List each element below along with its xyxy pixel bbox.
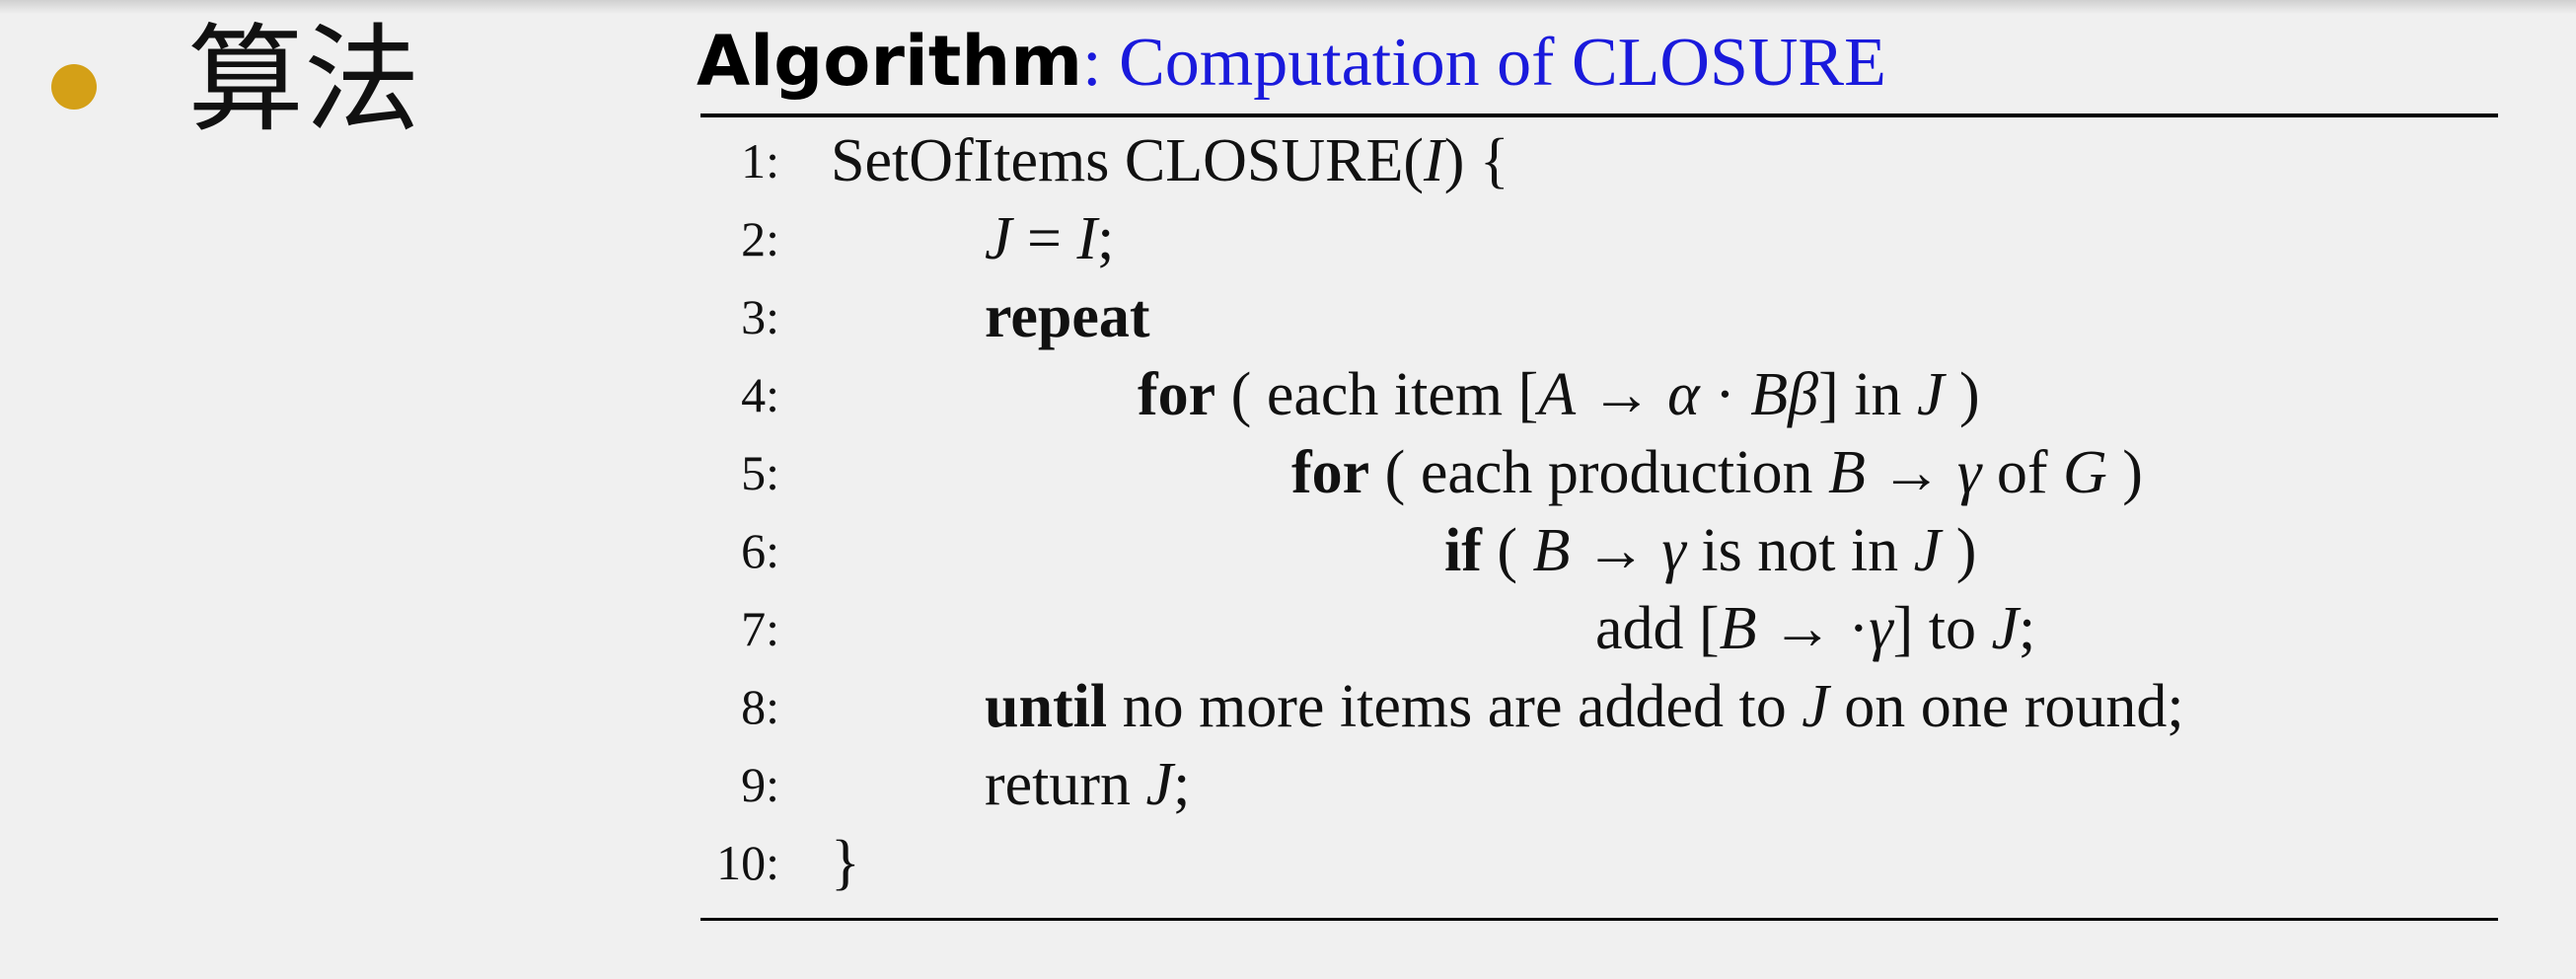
code-segment: ; (2019, 595, 2036, 662)
code-text: } (831, 829, 860, 896)
code-segment: ) { (1443, 127, 1509, 194)
math-symbol: I (1424, 127, 1444, 194)
code-line: 1: SetOfItems CLOSURE(I) { (0, 122, 2576, 200)
line-number: 2: (741, 211, 779, 266)
math-symbol: Bβ (1750, 361, 1819, 428)
keyword-for: for (1138, 361, 1216, 428)
math-symbol: α (1667, 361, 1700, 428)
math-symbol: J (985, 205, 1012, 272)
math-symbol: γ (1869, 595, 1893, 662)
line-number: 1: (741, 133, 779, 188)
code-line: 10: } (0, 824, 2576, 902)
math-symbol: γ (1661, 517, 1686, 584)
code-segment: ) (1944, 361, 1980, 428)
code-text: return J; (985, 746, 1190, 824)
code-line: 4: for ( each item [A → α · Bβ] in J ) (0, 356, 2576, 434)
line-number: 9: (741, 757, 779, 812)
code-text: until no more items are added to J on on… (985, 668, 2184, 746)
code-line: 2: J = I; (0, 200, 2576, 278)
code-segment: of (1981, 439, 2063, 506)
code-segment: ) (2106, 439, 2143, 506)
bottom-rule (700, 918, 2498, 921)
code-line: 7: add [B → ·γ] to J; (0, 590, 2576, 668)
line-number: 10: (716, 835, 779, 890)
code-segment: ] in (1818, 361, 1917, 428)
code-segment: → (1576, 361, 1668, 428)
code-text: for ( each production B → γ of G ) (1291, 434, 2143, 512)
code-segment: ( each item [ (1215, 361, 1539, 428)
algorithm-name: Computation of CLOSURE (1119, 25, 1886, 101)
math-symbol: J (1991, 595, 2020, 662)
code-text: for ( each item [A → α · Bβ] in J ) (1138, 356, 1980, 434)
code-segment: · (1699, 361, 1751, 428)
math-symbol: B (1532, 517, 1571, 584)
keyword-if: if (1444, 517, 1482, 584)
math-symbol: γ (1956, 439, 1982, 506)
math-symbol: B (1719, 595, 1757, 662)
math-symbol: B (1828, 439, 1866, 506)
line-number: 6: (741, 523, 779, 578)
algorithm-title: Algorithm: Computation of CLOSURE (697, 12, 1886, 113)
math-symbol: J (1145, 751, 1174, 818)
code-line: 3: repeat (0, 278, 2576, 356)
code-line: 9: return J; (0, 746, 2576, 824)
code-segment: ; (1097, 205, 1115, 272)
code-segment: → · (1756, 595, 1870, 662)
code-segment: = (1011, 205, 1077, 272)
code-segment: is not in (1685, 517, 1914, 584)
code-segment: → (1865, 439, 1957, 506)
math-symbol: J (1802, 673, 1829, 740)
code-text: add [B → ·γ] to J; (1595, 590, 2035, 668)
code-line: 8: until no more items are added to J on… (0, 668, 2576, 746)
code-segment: return (985, 751, 1146, 818)
code-segment: → (1570, 517, 1662, 584)
math-symbol: J (1913, 517, 1942, 584)
algorithm-keyword: Algorithm (697, 21, 1083, 102)
code-segment: ( each production (1369, 439, 1828, 506)
math-symbol: A (1538, 361, 1577, 428)
code-segment: ] to (1892, 595, 1992, 662)
top-shadow (0, 0, 2576, 14)
top-rule (700, 113, 2498, 117)
code-text: if ( B → γ is not in J ) (1444, 512, 1976, 590)
line-number: 3: (741, 289, 779, 344)
keyword-for: for (1291, 439, 1370, 506)
code-segment: add [ (1595, 595, 1720, 662)
math-symbol: J (1916, 361, 1945, 428)
algorithm-separator: : (1082, 25, 1120, 101)
code-segment: ( (1481, 517, 1533, 584)
code-line: 5: for ( each production B → γ of G ) (0, 434, 2576, 512)
line-number: 8: (741, 679, 779, 734)
line-number: 5: (741, 445, 779, 500)
math-symbol: G (2062, 439, 2107, 506)
code-text: J = I; (985, 200, 1114, 278)
keyword-until: until (985, 673, 1108, 740)
line-number: 4: (741, 367, 779, 422)
bullet-icon (51, 64, 97, 110)
code-segment: ; (1173, 751, 1191, 818)
code-segment: on one round; (1828, 673, 2184, 740)
code-segment: SetOfItems CLOSURE( (831, 127, 1425, 194)
line-number: 7: (741, 601, 779, 656)
code-line: 6: if ( B → γ is not in J ) (0, 512, 2576, 590)
math-symbol: I (1076, 205, 1098, 272)
code-segment: ) (1941, 517, 1977, 584)
slide-heading: 算法 (187, 12, 421, 148)
code-segment: no more items are added to (1107, 673, 1803, 740)
code-text: SetOfItems CLOSURE(I) { (831, 122, 1509, 200)
keyword-repeat: repeat (985, 283, 1150, 350)
